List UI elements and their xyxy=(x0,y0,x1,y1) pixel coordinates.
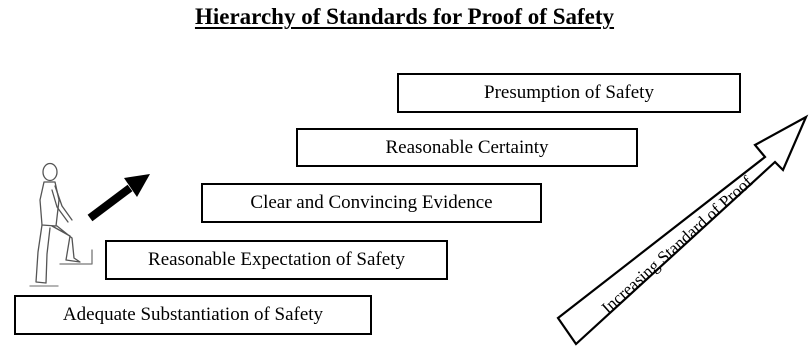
step-reasonable-certainty: Reasonable Certainty xyxy=(296,128,638,167)
step-presumption-of-safety: Presumption of Safety xyxy=(397,73,741,113)
climbing-person-icon xyxy=(29,162,93,287)
big-arrow-icon: Increasing Standard of Proof xyxy=(556,114,809,346)
step-adequate-substantiation-of-safety: Adequate Substantiation of Safety xyxy=(14,295,372,335)
up-right-arrow-icon xyxy=(87,174,150,222)
diagram-title: Hierarchy of Standards for Proof of Safe… xyxy=(194,4,615,29)
step-reasonable-expectation-of-safety: Reasonable Expectation of Safety xyxy=(105,240,448,280)
arrow-label: Increasing Standard of Proof xyxy=(598,172,757,317)
step-clear-and-convincing-evidence: Clear and Convincing Evidence xyxy=(201,183,542,223)
